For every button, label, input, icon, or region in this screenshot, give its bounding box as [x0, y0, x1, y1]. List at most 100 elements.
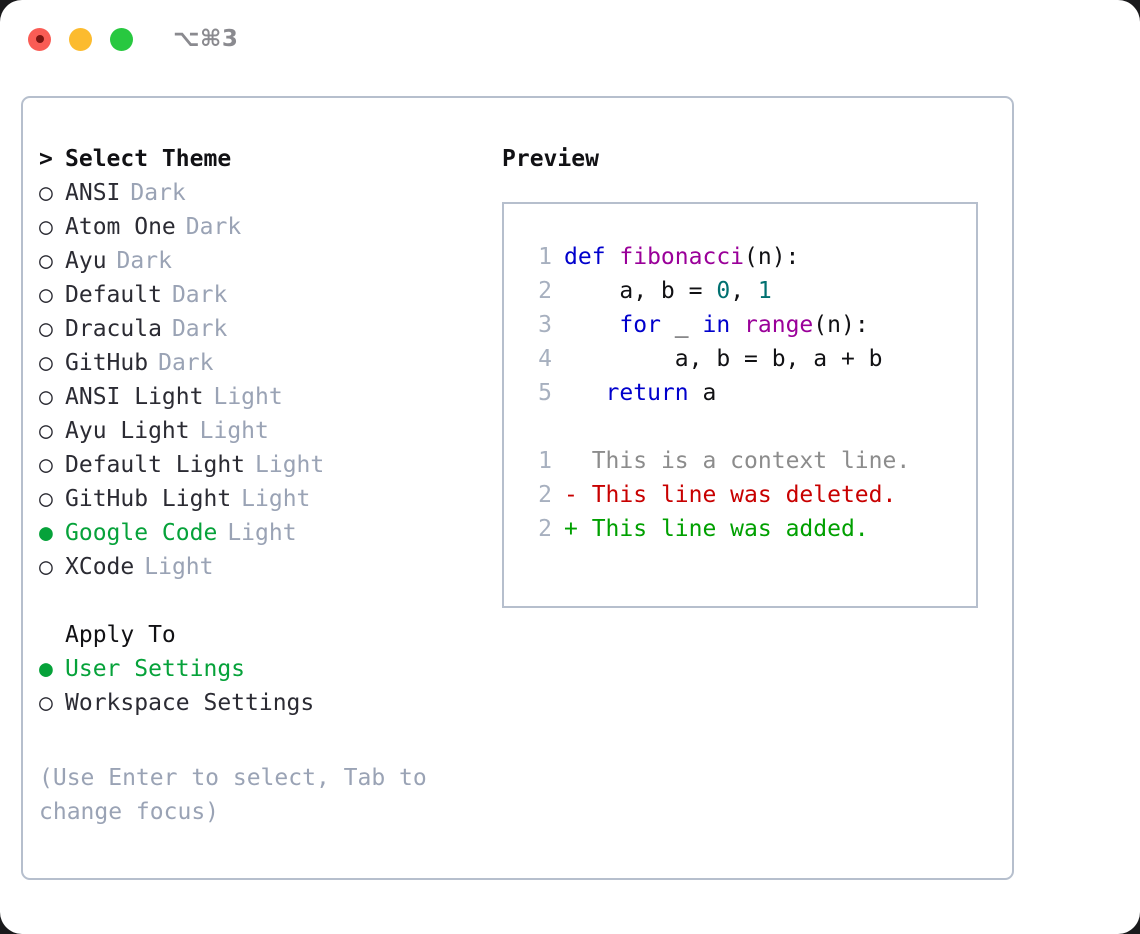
theme-option-label: Ayu: [65, 248, 107, 274]
code-line-text: for _ in range(n):: [564, 312, 869, 338]
maximize-button[interactable]: [110, 27, 133, 51]
theme-option-label: Dracula: [65, 316, 162, 342]
code-token-kw: for: [619, 312, 661, 338]
code-token-pln: a: [688, 380, 717, 406]
code-token-fn: range: [744, 312, 814, 338]
radio-unselected-icon: ○: [39, 452, 53, 478]
code-token-kw: def: [564, 244, 620, 270]
select-theme-header: > Select Theme: [39, 146, 499, 180]
diff-line-ctx: 1 This is a context line.: [504, 448, 976, 482]
code-token-pln: a, b =: [564, 278, 717, 304]
diff-line-text: + This line was added.: [564, 516, 869, 542]
code-token-fn: fibonacci: [619, 244, 745, 270]
radio-unselected-icon: ○: [39, 214, 53, 240]
theme-option-label: ANSI Light: [65, 384, 204, 410]
keyboard-shortcut-label: ⌥⌘3: [173, 26, 239, 52]
theme-variant-tag: Light: [213, 384, 283, 410]
radio-unselected-icon: ○: [39, 248, 53, 274]
select-theme-title: Select Theme: [65, 146, 232, 172]
line-number: 5: [538, 380, 552, 406]
minimize-button[interactable]: [69, 27, 92, 51]
code-line-text: return a: [564, 380, 717, 406]
title-bar: ⌥⌘3: [0, 0, 1140, 78]
theme-option-label: ANSI: [65, 180, 121, 206]
theme-option-label: GitHub: [65, 350, 149, 376]
theme-variant-tag: Dark: [130, 180, 186, 206]
theme-option-ansi-light[interactable]: ○ ANSI Light Light: [39, 384, 499, 418]
code-token-pln: _: [660, 312, 703, 338]
theme-option-label: Google Code: [65, 520, 218, 546]
code-token-num: 1: [757, 278, 772, 304]
diff-sign: -: [564, 482, 592, 508]
apply-to-option-user-settings[interactable]: ●User Settings: [39, 656, 499, 690]
close-button[interactable]: [28, 27, 51, 51]
theme-variant-tag: Dark: [171, 282, 228, 308]
radio-unselected-icon: ○: [39, 486, 53, 512]
apply-to-option-workspace-settings[interactable]: ○Workspace Settings: [39, 690, 499, 724]
theme-variant-tag: Light: [241, 486, 311, 512]
diff-text: This line was deleted.: [591, 482, 897, 508]
traffic-lights: [28, 27, 133, 51]
preview-title: Preview: [502, 146, 599, 172]
line-number: 1: [538, 244, 552, 270]
theme-option-label: XCode: [65, 554, 135, 580]
theme-option-label: GitHub Light: [65, 486, 232, 512]
radio-selected-icon: ●: [39, 520, 53, 546]
line-number: 3: [538, 312, 552, 338]
theme-variant-tag: Light: [144, 554, 214, 580]
code-line-text: a, b = 0, 1: [564, 278, 772, 304]
theme-option-ayu[interactable]: ○ Ayu Dark: [39, 248, 499, 282]
line-number: 2: [538, 482, 552, 508]
code-token-kw: return: [605, 380, 689, 406]
theme-option-label: Default Light: [65, 452, 246, 478]
apply-to-option-label: Workspace Settings: [65, 690, 315, 716]
diff-line-add: 2+ This line was added.: [504, 516, 976, 550]
code-token-pln: (n):: [744, 244, 800, 270]
theme-variant-tag: Dark: [116, 248, 172, 274]
code-line: 2 a, b = 0, 1: [504, 278, 976, 312]
diff-sample: 1 This is a context line.2- This line wa…: [504, 448, 976, 550]
radio-unselected-icon: ○: [39, 384, 53, 410]
caret-icon: >: [39, 146, 53, 172]
line-number: 1: [538, 448, 552, 474]
theme-option-label: Atom One: [65, 214, 176, 240]
theme-option-google-code[interactable]: ● Google Code Light: [39, 520, 499, 554]
apply-to-options-list: ●User Settings○Workspace Settings: [39, 656, 499, 724]
theme-option-label: Default: [65, 282, 162, 308]
radio-unselected-icon: ○: [39, 316, 53, 342]
code-diff-separator: [504, 414, 976, 448]
code-token-pln: (n):: [813, 312, 869, 338]
code-token-pln: ,: [730, 278, 758, 304]
diff-sign: [564, 448, 592, 474]
code-token-pln: [564, 380, 606, 406]
code-line-text: def fibonacci(n):: [564, 244, 799, 270]
code-token-pln: a, b = b, a + b: [564, 346, 883, 372]
theme-variant-tag: Light: [227, 520, 297, 546]
theme-variant-tag: Dark: [185, 214, 242, 240]
code-token-pln: [564, 312, 619, 338]
code-line: 4 a, b = b, a + b: [504, 346, 976, 380]
code-line: 1 def fibonacci(n):: [504, 244, 976, 278]
radio-unselected-icon: ○: [39, 350, 53, 376]
theme-option-github-light[interactable]: ○ GitHub Light Light: [39, 486, 499, 520]
apply-to-header: Apply To: [39, 622, 499, 656]
diff-text: This line was added.: [591, 516, 869, 542]
code-token-pln: [730, 312, 744, 338]
theme-option-atom-one[interactable]: ○ Atom One Dark: [39, 214, 499, 248]
theme-variant-tag: Light: [199, 418, 269, 444]
line-number: 4: [538, 346, 552, 372]
